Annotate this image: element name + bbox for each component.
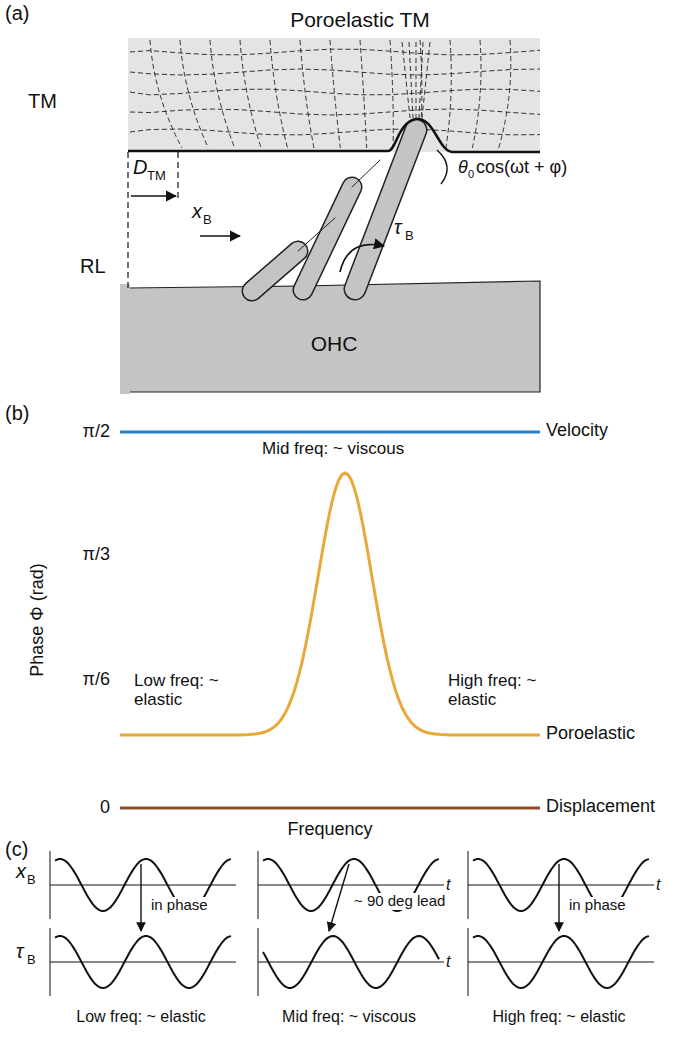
dtm-arrow — [131, 195, 176, 197]
axis-title: Phase Φ (rad) — [28, 563, 48, 676]
tick-label: π/2 — [83, 422, 110, 442]
outer-hair-cell-node: OHC — [128, 288, 540, 392]
axis-label: t — [656, 876, 660, 894]
symbol: τ — [394, 216, 401, 238]
part-label: RL — [80, 255, 106, 277]
series-label: Poroelastic — [546, 724, 635, 744]
tm-lower-surface — [128, 119, 540, 152]
tick-label: π/3 — [83, 545, 110, 565]
rl-reference-line — [127, 152, 128, 290]
caption-label: Low freq: ~ elastic — [76, 1008, 205, 1026]
annotation: Mid freq: ~ viscous — [262, 440, 404, 459]
velocity-line — [120, 431, 540, 434]
formula: cos(ωt + φ) — [476, 158, 567, 178]
annotation: ~ 90 deg lead — [352, 893, 447, 910]
caption-label: Mid freq: ~ viscous — [282, 1008, 416, 1026]
symbol: τ — [16, 940, 23, 962]
subscript: B — [405, 229, 414, 243]
tick-label: π/6 — [83, 670, 110, 690]
cell-label: OHC — [311, 332, 358, 355]
annotation: in phase — [567, 897, 628, 914]
tectorial-membrane — [128, 38, 540, 152]
phase-arrows — [141, 864, 559, 931]
annotation: High freq: ~ elastic — [448, 672, 558, 709]
subscript: B — [203, 213, 212, 227]
subscript: B — [27, 873, 36, 887]
ohc-fill — [120, 284, 130, 394]
symbol: θ — [458, 158, 468, 178]
angle-bracket — [437, 150, 447, 184]
panel-letter: (c) — [5, 838, 28, 860]
stereocilia — [252, 130, 416, 291]
series-label: Displacement — [546, 797, 655, 817]
annotation: in phase — [149, 897, 210, 914]
xb-arrow — [200, 235, 240, 237]
membrane-heading: Poroelastic TM — [290, 8, 430, 31]
poroelastic-mesh — [130, 40, 540, 148]
axis-label: t — [446, 876, 450, 894]
symbol: x — [192, 200, 202, 222]
tectorial-membrane-node: Poroelastic TM TM — [20, 4, 540, 150]
tm-displacement-line — [177, 152, 178, 200]
waveforms — [50, 851, 654, 996]
caption-label: High freq: ~ elastic — [493, 1008, 626, 1026]
subscript: 0 — [468, 168, 474, 180]
tick-label: 0 — [100, 798, 110, 818]
axis-label: t — [446, 953, 450, 971]
symbol: x — [16, 860, 26, 882]
axis-title: Frequency — [287, 820, 372, 840]
panel-letter: (a) — [5, 2, 29, 24]
series-label: Velocity — [546, 421, 608, 441]
annotation: Low freq: ~ elastic — [134, 672, 244, 709]
displacement-line — [120, 807, 540, 810]
membrane-label: TM — [28, 90, 57, 112]
ohc-body — [128, 281, 540, 392]
subscript: B — [27, 953, 36, 967]
symbol: D — [133, 156, 147, 178]
panel-letter: (b) — [5, 402, 29, 424]
torque-arrow — [340, 244, 384, 272]
subscript: TM — [147, 169, 166, 183]
